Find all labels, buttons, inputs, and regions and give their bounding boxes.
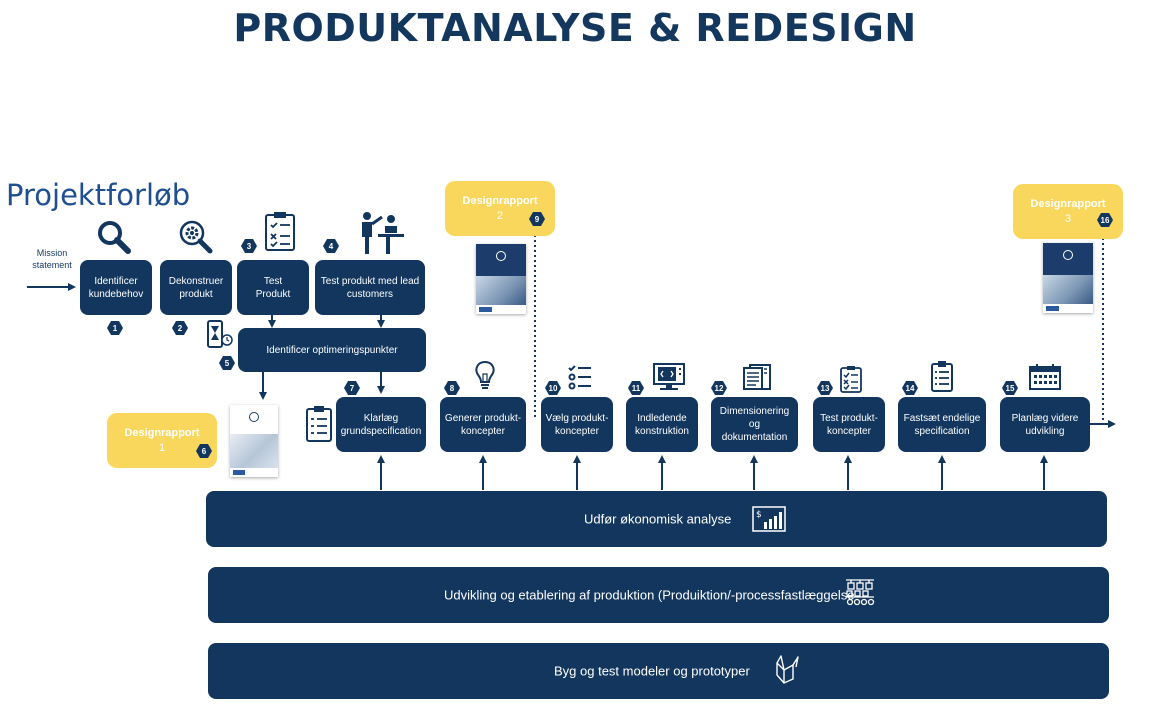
mission-line-2: statement	[32, 260, 72, 270]
step-number-11: 11	[628, 381, 644, 395]
design-report-3-number: 3	[1064, 213, 1072, 225]
step-number-5: 5	[219, 356, 235, 370]
origami-bird-icon	[776, 655, 799, 684]
finance-chart-icon: $	[752, 506, 786, 532]
design-report-1-title: Designrapport	[124, 427, 200, 439]
design-report-3: Designrapport 3	[1013, 184, 1123, 239]
step-number-12: 12	[711, 381, 727, 395]
calendar-icon	[1029, 364, 1061, 390]
bar-prototypes-label: Byg og test modeler og prototyper	[554, 663, 750, 679]
search-icon	[98, 221, 131, 254]
monitor-code-icon	[653, 363, 685, 390]
bar-production-label: Udvikling og etablering af produktion (P…	[444, 587, 855, 603]
bar-prototypes: Byg og test modeler og prototyper	[208, 643, 1109, 699]
svg-text:$: $	[756, 510, 762, 520]
mission-statement-label: Mission statement	[22, 247, 82, 271]
bar-economic-analysis: Udfør økonomisk analyse $	[206, 491, 1107, 547]
design-report-2-title: Designrapport	[462, 195, 538, 207]
step-box-5: Identificer optimeringspunkter	[238, 328, 426, 372]
gear-search-icon	[179, 220, 213, 254]
bar-production: Udvikling og etablering af produktion (P…	[208, 567, 1109, 623]
specification-clipboard-icon	[931, 361, 953, 392]
page-title: PRODUKTANALYSE & REDESIGN	[233, 6, 917, 50]
report-cover-3	[1043, 243, 1093, 313]
design-report-2-number: 2	[496, 210, 504, 222]
presenter-icon	[362, 212, 404, 254]
design-report-1: Designrapport 1	[107, 413, 217, 468]
design-report-2: Designrapport 2	[445, 181, 555, 236]
bar-economic-label: Udfør økonomisk analyse	[584, 511, 732, 527]
report-cover-1	[230, 405, 278, 477]
mission-line-1: Mission	[36, 248, 68, 258]
step-number-4: 4	[323, 239, 339, 253]
subtitle: Projektforløb	[6, 178, 191, 212]
step-number-10: 10	[545, 381, 561, 395]
report-cover-2	[476, 244, 526, 314]
step-number-8: 8	[444, 381, 460, 395]
step-number-14: 14	[902, 381, 918, 395]
production-line-icon	[846, 579, 875, 606]
step-number-13: 13	[817, 381, 833, 395]
checklist-icon	[568, 365, 591, 390]
step-number-1: 1	[107, 321, 123, 335]
step-number-2: 2	[172, 321, 188, 335]
step-box-10: Vælg produkt-koncepter	[541, 397, 613, 452]
step-number-7: 7	[344, 381, 360, 395]
design-report-1-number: 1	[158, 442, 166, 454]
step-number-6: 6	[196, 444, 212, 458]
hourglass-phone-icon	[207, 320, 233, 348]
design-report-3-title: Designrapport	[1030, 198, 1106, 210]
step-box-8: Generer produkt-koncepter	[440, 397, 526, 452]
documents-icon	[743, 364, 771, 390]
step-number-15: 15	[1002, 381, 1018, 395]
lightbulb-icon	[475, 360, 495, 389]
step-number-16: 16	[1097, 213, 1113, 227]
clipboard-icon	[306, 406, 332, 442]
clipboard-checklist-icon	[265, 212, 295, 251]
test-clipboard-icon	[840, 366, 862, 393]
step-number-3: 3	[241, 239, 257, 253]
step-box-13: Test produkt-koncepter	[813, 397, 885, 452]
step-number-9: 9	[529, 212, 545, 226]
